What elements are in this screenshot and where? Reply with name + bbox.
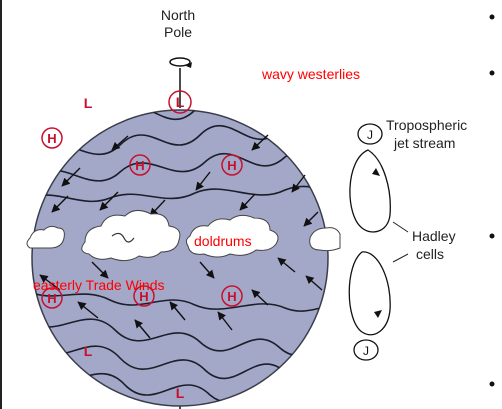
north-pole-label-line1: North	[161, 7, 195, 23]
bullet-dot	[490, 71, 495, 76]
high-pressure-symbol: H	[47, 291, 56, 306]
hadley-cell-lower	[349, 252, 390, 335]
high-pressure-symbol: H	[135, 158, 144, 173]
hadley-label-line2: cells	[416, 246, 444, 262]
hadley-cell-arrow	[372, 168, 380, 176]
jet-stream-upper-symbol: J	[367, 128, 373, 142]
low-pressure-symbol: L	[176, 385, 185, 401]
hadley-cell-arrow	[374, 310, 382, 318]
rotation-arrow	[170, 58, 190, 66]
hadley-leader-lower	[393, 254, 408, 262]
jet-stream-lower-symbol: J	[363, 344, 369, 358]
hadley-leader-upper	[393, 222, 408, 232]
high-pressure-symbol: H	[227, 289, 236, 304]
bullet-dot	[490, 234, 495, 239]
earth-globe	[32, 110, 328, 406]
tropospheric-label-line2: jet stream	[393, 135, 455, 151]
bullet-dot	[490, 382, 495, 387]
bullet-dot	[490, 15, 495, 20]
hadley-cell-upper	[350, 150, 390, 232]
high-pressure-symbol: H	[227, 158, 236, 173]
wavy-westerlies-label: wavy westerlies	[261, 66, 360, 82]
hadley-label-line1: Hadley	[412, 228, 456, 244]
low-pressure-symbol: L	[84, 95, 93, 111]
tropospheric-label-line1: Tropospheric	[386, 117, 467, 133]
cloud-left	[27, 226, 64, 248]
low-pressure-symbol: L	[84, 343, 93, 359]
north-pole-label-line2: Pole	[164, 24, 192, 40]
easterly-trade-winds-label: easterly Trade Winds	[33, 277, 165, 293]
doldrums-label: doldrums	[194, 233, 252, 249]
low-pressure-symbol: L	[176, 94, 185, 110]
high-pressure-symbol: H	[47, 131, 56, 146]
